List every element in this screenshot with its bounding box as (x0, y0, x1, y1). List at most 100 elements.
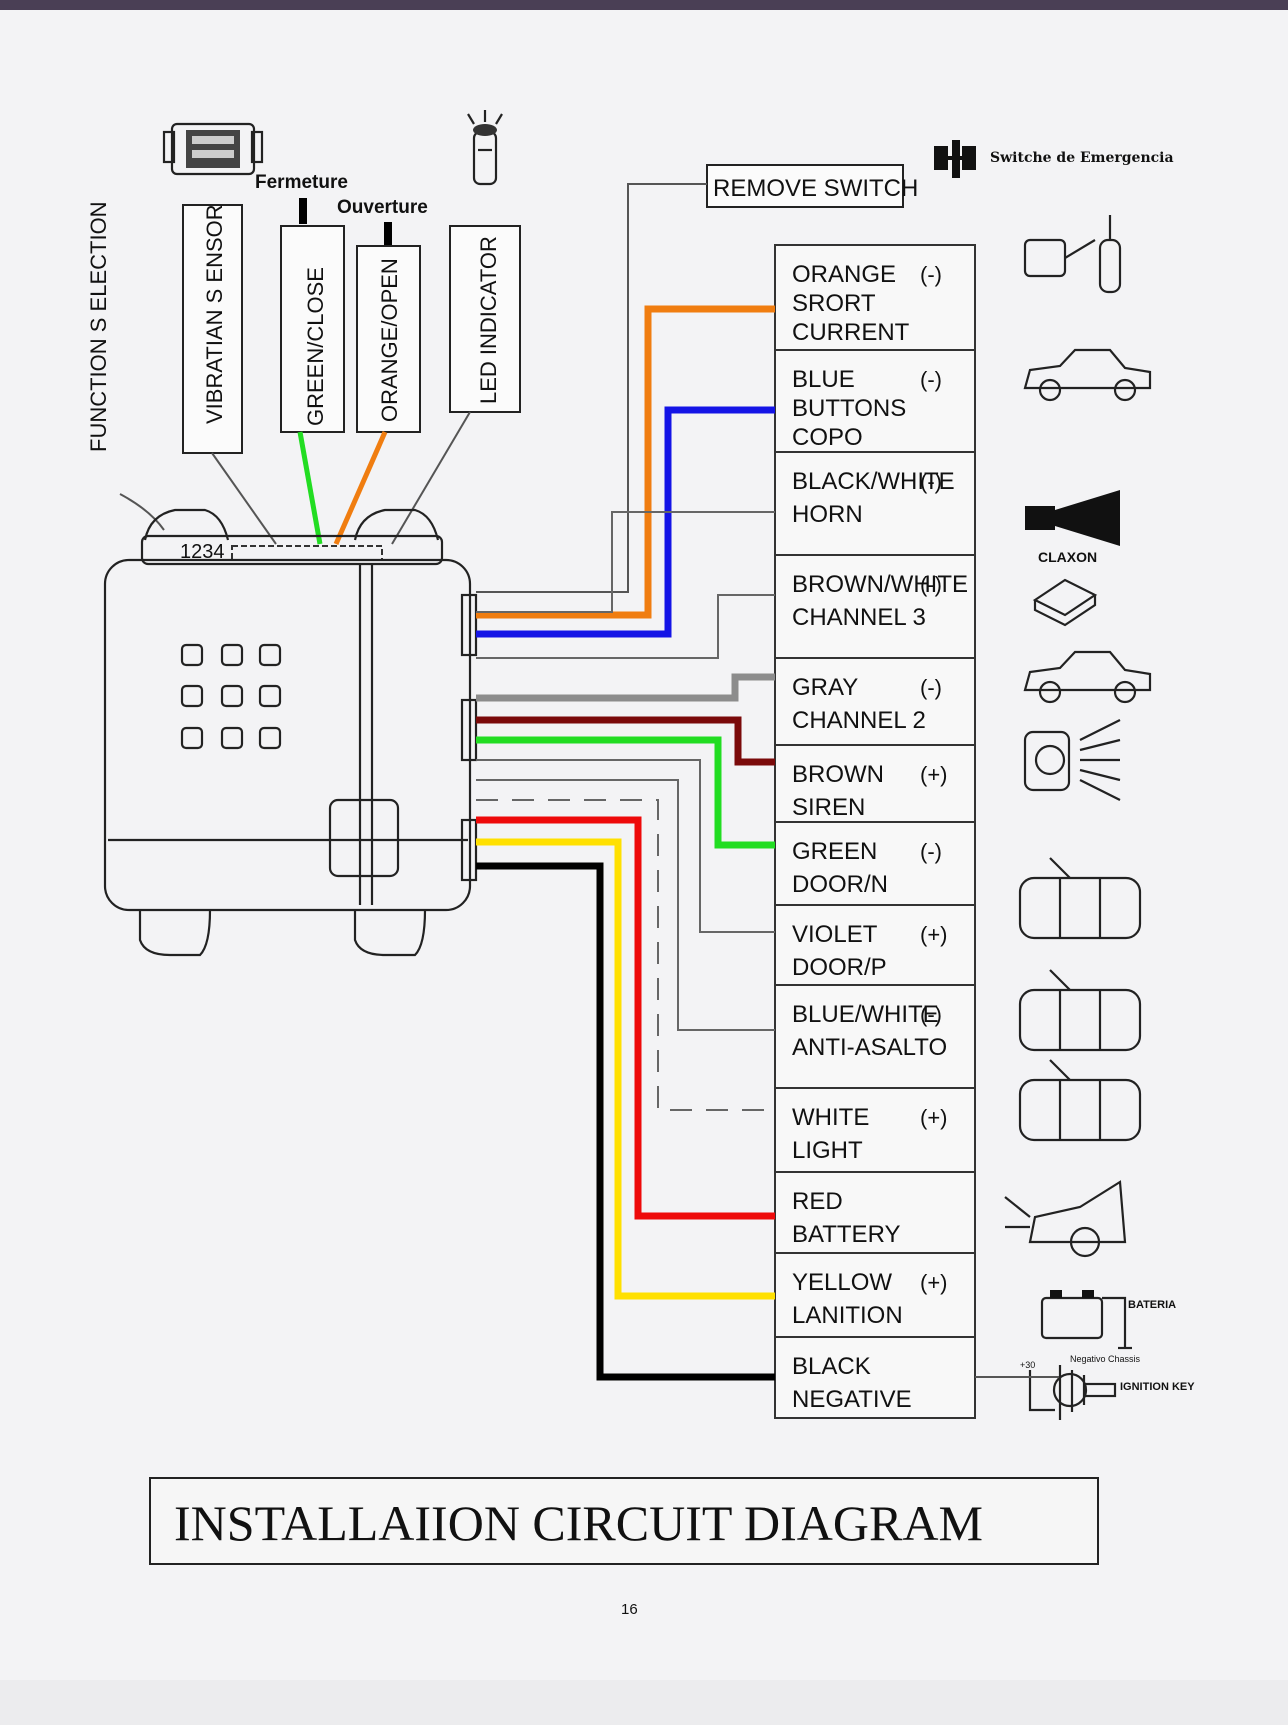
wire-line2-label: NEGATIVE (792, 1386, 912, 1413)
wire-line2-label: BATTERY (792, 1221, 900, 1248)
alarm-control-module: 1234 (103, 508, 478, 957)
emergency-switch-label: Switche de Emergencia (990, 150, 1174, 166)
wire-line1-label: YELLOW (792, 1269, 892, 1296)
wire-route-yellow (476, 838, 775, 1300)
wire-line1-label: BROWN/WHITE (792, 571, 968, 598)
wire-line2-label: HORN (792, 501, 863, 528)
close-wire-stub (299, 198, 307, 224)
wire-polarity-label: (+) (920, 922, 948, 947)
siren-icon (1023, 719, 1121, 801)
wire-polarity-label: (-) (920, 839, 942, 864)
remove-switch-label: REMOVE SWITCH (713, 175, 918, 202)
device-icon-label: CLAXON (1038, 549, 1097, 565)
wire-line1-label: BLUE (792, 366, 855, 393)
car-trunk-open-icon (1023, 650, 1152, 704)
car-door-open-icon-3 (1018, 1059, 1142, 1142)
wire-box-violet: VIOLET DOOR/P (+) (774, 904, 976, 986)
open-wire-stub (384, 222, 392, 246)
wire-route-black (476, 862, 775, 1381)
ouverture-label: Ouverture (337, 197, 428, 218)
green-close-box (280, 225, 345, 433)
orange-open-box (356, 245, 421, 433)
wire-route-blue (476, 406, 775, 638)
wire-line2-label: LANITION (792, 1302, 903, 1329)
wire-line1-label: BLACK/WHITE (792, 468, 955, 495)
horn-icon: CLAXON (1025, 490, 1120, 565)
orange-open-label: ORANGE/OPEN (377, 258, 402, 422)
wire-box-black-white: BLACK/WHITE HORN (-) (774, 451, 976, 556)
ground-icon (975, 1365, 1086, 1420)
wire-box-red: RED BATTERY (774, 1171, 976, 1254)
green-close-label: GREEN/CLOSE (303, 267, 328, 426)
wire-polarity-label: (-) (920, 367, 942, 392)
wire-box-green: GREEN DOOR/N (-) (774, 821, 976, 906)
wire-line2-label: SIREN (792, 794, 865, 821)
remove-switch-box (706, 164, 904, 208)
fermeture-label: Fermeture (255, 172, 348, 193)
wire-line1-label: GRAY (792, 674, 858, 701)
wire-line1-label: BROWN (792, 761, 884, 788)
wire-routing (476, 305, 775, 1381)
wire-polarity-label: (-) (920, 262, 942, 287)
device-icon-sublabel: +30 (1020, 1360, 1035, 1370)
wire-line2-label: DOOR/P (792, 954, 887, 981)
device-icon-sublabel: Negativo Chassis (1070, 1354, 1141, 1364)
wire-line1-label: RED (792, 1188, 843, 1215)
led-indicator-label: LED INDICATOR (476, 236, 501, 404)
wire-line2-label: CHANNEL 2 (792, 707, 926, 734)
diagram-title: INSTALLAIION CIRCUIT DIAGRAM (174, 1495, 983, 1551)
device-icon-label: IGNITION KEY (1120, 1381, 1195, 1393)
wire-line1-label: VIOLET (792, 921, 878, 948)
led-bulb-icon (467, 110, 503, 186)
page-number: 16 (621, 1601, 638, 1618)
title-box (149, 1477, 1099, 1565)
wire-route-orange (476, 305, 775, 619)
wire-polarity-label: (-) (920, 572, 942, 597)
wire-polarity-label: (+) (920, 762, 948, 787)
wire-route-brown (476, 716, 775, 766)
function-selection-wire (119, 493, 165, 531)
wire-route-brown-white (476, 594, 775, 659)
car-door-open-icon-2 (1018, 969, 1142, 1052)
emergency-switch-icon (934, 140, 976, 178)
led-indicator-box (449, 225, 521, 413)
dip-switch-label: 1234 (180, 541, 225, 563)
wire-line2-label: DOOR/N (792, 871, 888, 898)
vibration-sensor-label: VIBRATIAN S ENSOR (202, 204, 227, 424)
wire-route-green (476, 736, 775, 849)
wire-line1-label: BLUE/WHITE (792, 1001, 939, 1028)
wire-route-black-white (476, 511, 775, 613)
wire-route-violet (476, 759, 775, 933)
device-icon-label: BATERIA (1128, 1299, 1176, 1311)
headlight-icon (1004, 1180, 1127, 1258)
wire-polarity-label: (+) (920, 1270, 948, 1295)
wire-line1-label: ORANGE (792, 261, 896, 288)
wire-line2-label: ANTI-ASALTO (792, 1034, 947, 1061)
wire-box-yellow: YELLOW LANITION (+) (774, 1252, 976, 1338)
wire-line2-label: CHANNEL 3 (792, 604, 926, 631)
led-indicator-wire (391, 411, 471, 545)
orange-open-wire (333, 430, 388, 546)
wire-line1-label: GREEN (792, 838, 877, 865)
module-box-icon (1032, 578, 1098, 627)
green-close-wire (297, 431, 323, 545)
wire-box-gray: GRAY CHANNEL 2 (-) (774, 657, 976, 746)
vibration-sensor-wire (211, 452, 277, 545)
wire-line3-label: COPO (792, 424, 863, 451)
function-selection-label: FUNCTION S ELECTION (86, 201, 111, 452)
remove-switch-wire (476, 183, 707, 593)
wire-polarity-label: (-) (920, 469, 942, 494)
wire-box-blue-white: BLUE/WHITE ANTI-ASALTO (-) (774, 984, 976, 1089)
wire-route-gray (476, 673, 775, 702)
wire-line2-label: SRORT (792, 290, 876, 317)
wire-polarity-label: (-) (920, 1002, 942, 1027)
page-top-edge (0, 0, 1288, 10)
ignition-key-icon: IGNITION KEY +30 (1020, 1360, 1195, 1412)
wire-box-brown: BROWN SIREN (+) (774, 744, 976, 823)
wire-polarity-label: (-) (920, 675, 942, 700)
battery-icon: BATERIA Negativo Chassis (1040, 1290, 1176, 1364)
relay-coil-icon (1023, 215, 1122, 294)
wire-line1-label: WHITE (792, 1104, 869, 1131)
